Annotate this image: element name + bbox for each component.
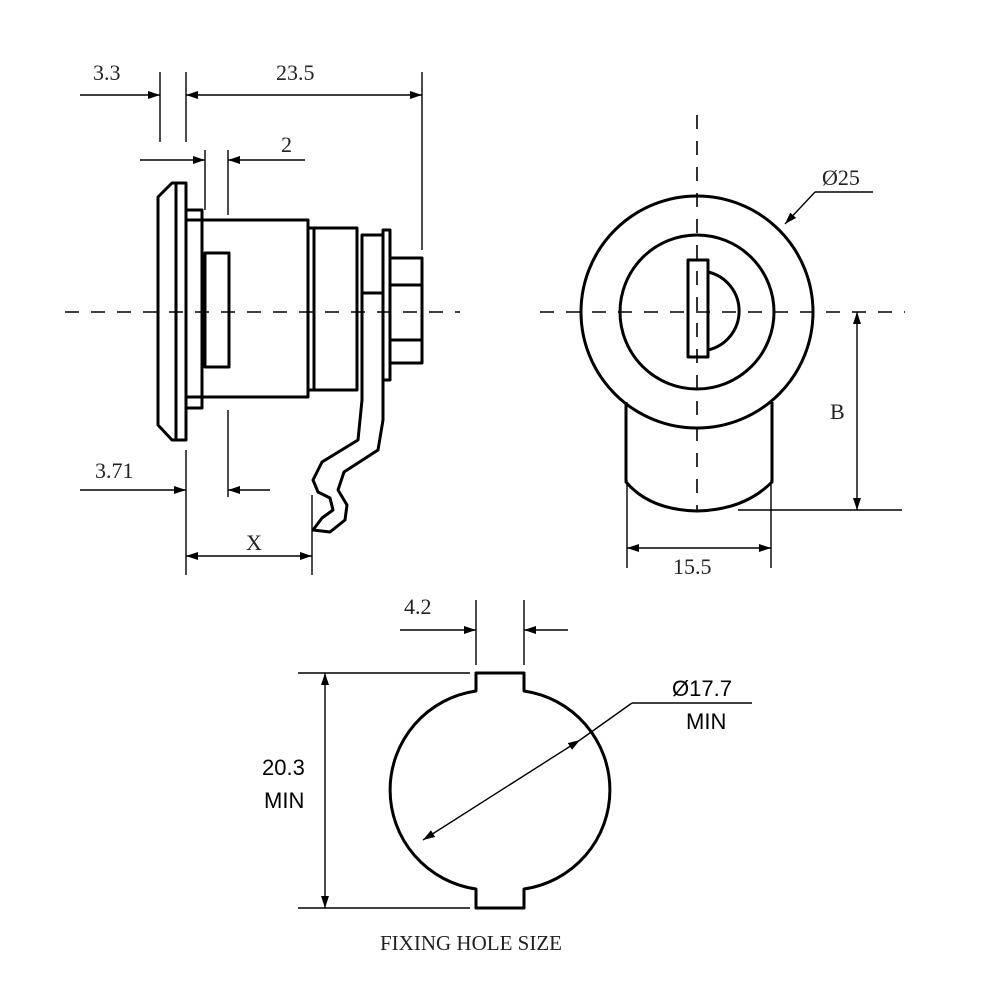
collar bbox=[306, 226, 359, 392]
bezel-circle bbox=[579, 194, 815, 430]
bezel bbox=[156, 181, 188, 442]
dim-bezel-label: 3.71 bbox=[95, 458, 134, 483]
tab-bottom bbox=[184, 395, 204, 410]
nut bbox=[388, 256, 424, 365]
tab-top bbox=[184, 208, 204, 222]
cam-top bbox=[360, 233, 385, 295]
keyway bbox=[686, 258, 710, 359]
dim-b-label: B bbox=[830, 399, 845, 424]
side-view: 3.3 23.5 2 3.71 X bbox=[65, 60, 460, 575]
dim-hole-diameter-label: Ø17.7 bbox=[672, 676, 732, 701]
dim-hole-diameter-note: MIN bbox=[686, 709, 726, 734]
dim-height-note: MIN bbox=[264, 788, 304, 813]
fixing-hole-caption: FIXING HOLE SIZE bbox=[380, 931, 562, 955]
cam-arm bbox=[311, 293, 385, 534]
fixing-hole-view: 4.2 20.3 MIN Ø17.7 MIN FIXING HOLE SIZE bbox=[262, 594, 752, 955]
dim-height-label: 20.3 bbox=[262, 755, 305, 780]
dim-diameter-label: Ø25 bbox=[822, 165, 860, 190]
dim-tab-width-label: 4.2 bbox=[404, 594, 432, 619]
dim-length-label: 23.5 bbox=[276, 60, 315, 85]
dim-gap-label: 2 bbox=[281, 132, 292, 157]
dim-cam-width-label: 15.5 bbox=[673, 554, 712, 579]
front-view: Ø25 B 15.5 bbox=[540, 115, 905, 579]
key-plug bbox=[707, 270, 741, 352]
cam-outline bbox=[624, 402, 774, 513]
dim-x-label: X bbox=[246, 530, 262, 555]
body bbox=[200, 218, 310, 399]
fixing-hole-outline bbox=[388, 671, 612, 910]
cylinder-circle bbox=[618, 233, 776, 391]
dim-flange-label: 3.3 bbox=[93, 60, 121, 85]
slot bbox=[203, 251, 231, 369]
